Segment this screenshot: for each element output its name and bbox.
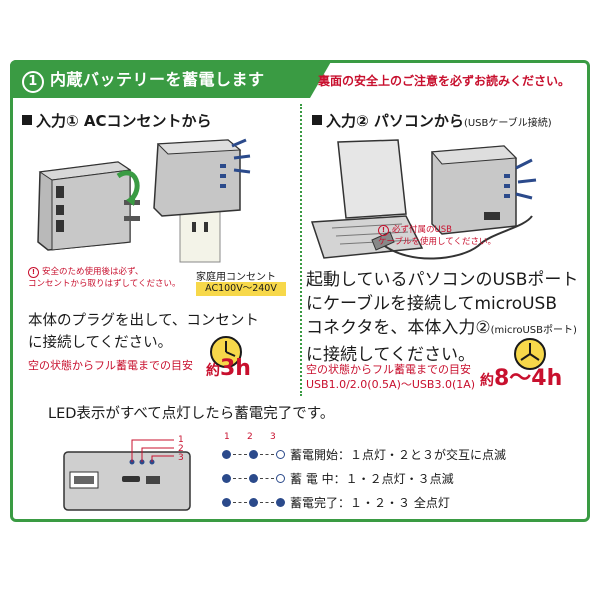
input2-time-value: 8～4h <box>494 366 563 391</box>
input2-note: !必ず付属のUSB ケーブルを使用してください。 <box>378 224 496 248</box>
safety-warning: 裏面の安全上のご注意を必ずお読みください。 <box>318 74 571 88</box>
input1-note-line1: 安全のため使用後は必ず、 <box>42 267 144 277</box>
input1-time-prefix: 約 <box>206 363 220 379</box>
led-status-charging: 蓄 電 中：１・２点灯・３点滅 <box>290 472 454 486</box>
input1-body: 本体のプラグを出して、コンセント に接続してください。 <box>28 310 259 354</box>
input1-time-badge: 約3h <box>206 356 251 381</box>
led-column-3: 3 <box>270 432 276 442</box>
led-label-2: 2 <box>178 444 184 454</box>
input2-time-badge: 約8～4h <box>480 360 562 392</box>
section-divider <box>300 104 302 396</box>
input2-body-line1: 起動しているパソコンのUSBポート <box>306 270 579 290</box>
input2-note-line1: 必ず付属のUSB <box>392 225 452 235</box>
input2-title: 入力② パソコンから(USBケーブル接続) <box>312 110 552 131</box>
input1-time-note: 空の状態からフル蓄電までの目安 <box>28 359 193 372</box>
led-on-icon <box>249 450 258 459</box>
input2-time-note-line: 空の状態からフル蓄電までの目安 <box>306 363 471 376</box>
led-status-complete: 蓄電完了：１・２・３ 全点灯 <box>290 496 450 510</box>
led-label-1: 1 <box>178 435 184 445</box>
input1-note-line2: コンセントから取りはずしてください。 <box>28 279 181 289</box>
led-column-2: 2 <box>247 432 253 442</box>
input1-note: !安全のため使用後は必ず、 コンセントから取りはずしてください。 <box>28 266 181 290</box>
led-row-complete <box>222 498 285 507</box>
input2-body-line2: にケーブルを接続してmicroUSB <box>306 294 558 314</box>
led-on-icon <box>249 498 258 507</box>
clock-icon <box>210 336 242 368</box>
input1-body-line1: 本体のプラグを出して、コンセント <box>28 313 259 329</box>
input2-time-note: 空の状態からフル蓄電までの目安 USB1.0/2.0(0.5A)～USB3.0(… <box>306 362 475 392</box>
input1-body-line2: に接続してください。 <box>28 335 173 351</box>
header-title: 1 内蔵バッテリーを蓄電します <box>22 66 265 93</box>
led-on-icon <box>222 474 231 483</box>
device-ports-illustration <box>63 439 191 511</box>
led-on-icon <box>276 498 285 507</box>
ac-voltage-label: AC100V～240V <box>196 282 286 296</box>
outlet-label: 家庭用コンセント <box>196 272 276 283</box>
input2-body-line3: コネクタを、本体入力② <box>306 318 491 338</box>
led-blink-icon <box>276 474 285 483</box>
led-label-3: 3 <box>178 453 184 463</box>
caution-icon: ! <box>28 267 39 278</box>
adapter-plug-illustration <box>37 161 140 251</box>
input1-title-text: 入力① ACコンセントから <box>36 112 212 130</box>
adapter-outlet-illustration <box>153 138 251 263</box>
led-heading: LED表示がすべて点灯したら蓄電完了です。 <box>48 406 335 422</box>
laptop-usb-illustration <box>310 139 537 260</box>
header-number: 1 <box>22 71 44 93</box>
input2-title-sub: (USBケーブル接続) <box>463 118 552 129</box>
input1-time-value: 3h <box>220 356 251 381</box>
input2-body-line4: に接続してください。 <box>306 345 475 365</box>
square-bullet-icon <box>312 115 322 125</box>
input2-time-prefix: 約 <box>480 373 494 389</box>
led-column-1: 1 <box>224 432 230 442</box>
square-bullet-icon <box>22 115 32 125</box>
led-on-icon <box>222 498 231 507</box>
input2-body: 起動しているパソコンのUSBポート にケーブルを接続してmicroUSB コネク… <box>306 268 578 367</box>
led-on-icon <box>249 474 258 483</box>
input1-title: 入力① ACコンセントから <box>22 110 212 131</box>
clock-icon <box>514 338 546 370</box>
input2-title-text: 入力② パソコンから <box>326 112 464 130</box>
led-blink-icon <box>276 450 285 459</box>
led-on-icon <box>222 450 231 459</box>
input2-note-line2: ケーブルを使用してください。 <box>378 237 496 247</box>
header-band <box>10 60 332 98</box>
caution-icon: ! <box>378 225 389 236</box>
header-title-text: 内蔵バッテリーを蓄電します <box>50 70 265 89</box>
input2-usb-note: USB1.0/2.0(0.5A)～USB3.0(1A) <box>306 378 476 391</box>
led-row-charging <box>222 474 285 483</box>
input2-body-line3-sub: (microUSBポート) <box>490 325 577 336</box>
led-status-start: 蓄電開始：１点灯・２と３が交互に点滅 <box>290 448 507 462</box>
led-row-start <box>222 450 285 459</box>
